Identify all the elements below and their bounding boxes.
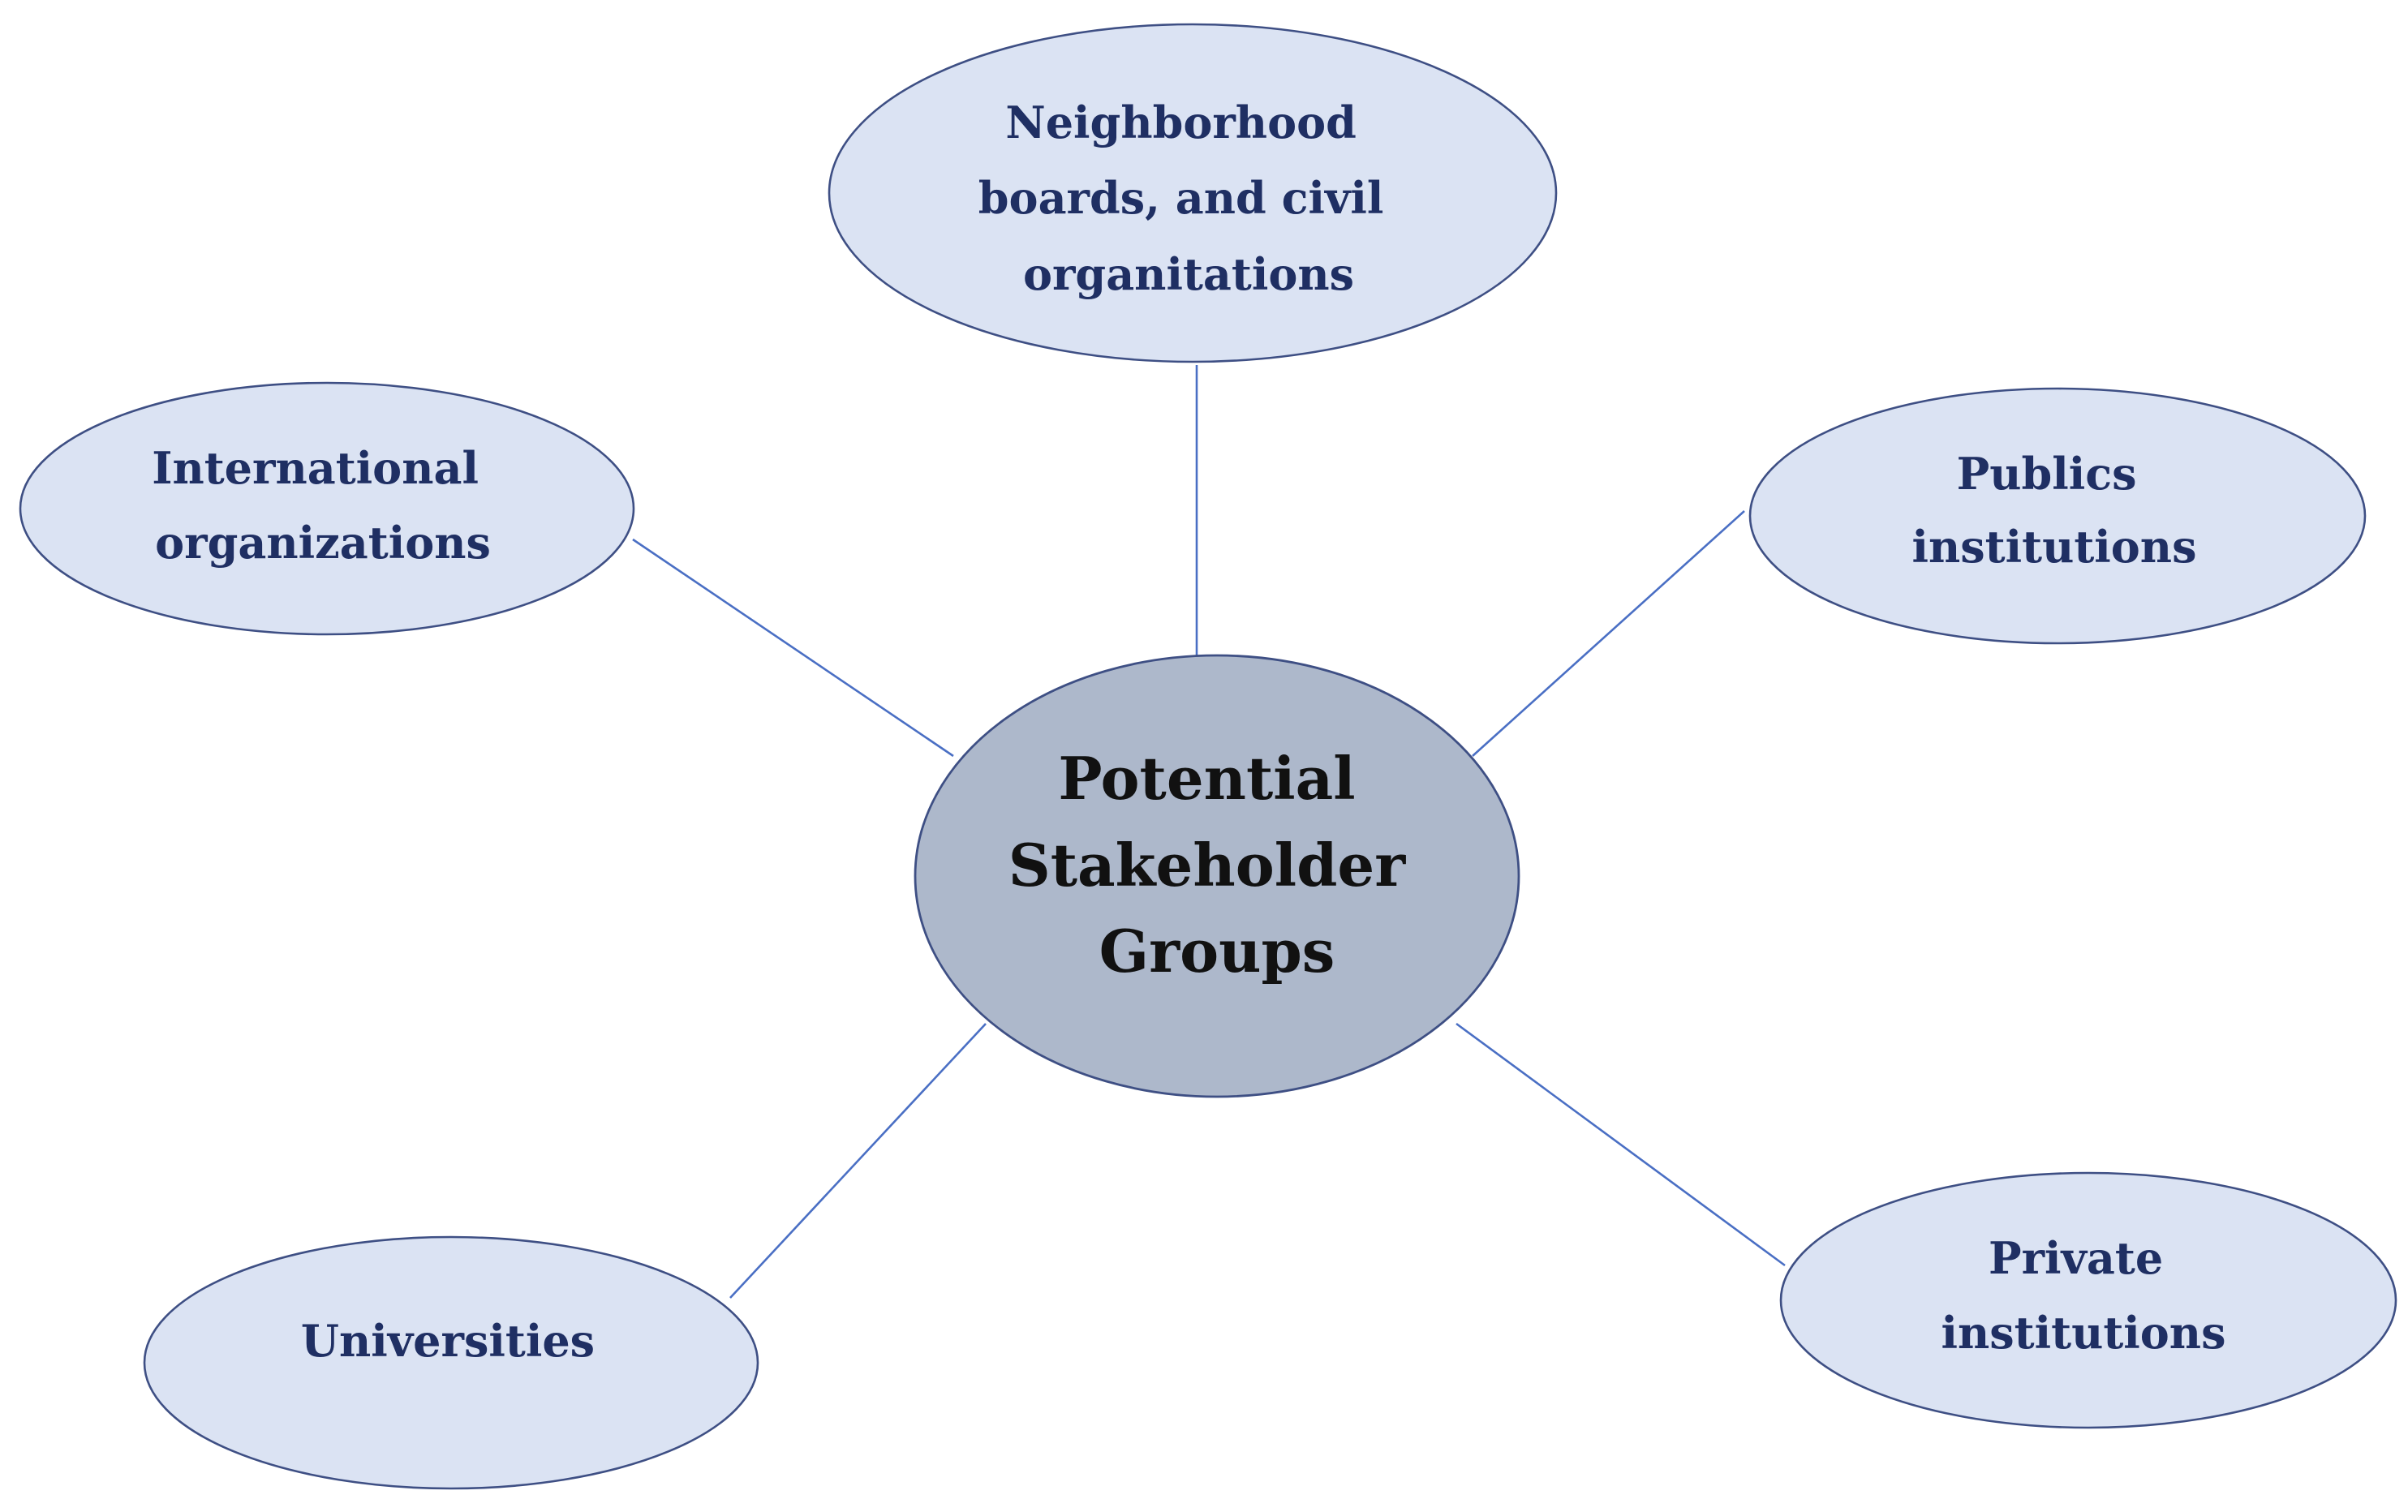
node-international-line-1: International [152,442,479,494]
node-universities-line-1: Universities [301,1315,595,1367]
node-international-label: International organizations [152,442,494,569]
connector-public [1472,510,1745,757]
center-node-label: Potential Stakeholder Groups [1008,744,1426,986]
node-public-label: Publics institutions [1912,448,2197,573]
node-neighborhood-line-1: Neighborhood [1005,97,1357,148]
node-international-ellipse [19,381,635,636]
node-universities-label: Universities [301,1315,595,1367]
node-international: International organizations [19,381,635,636]
center-node-ellipse [914,654,1520,1098]
node-international-line-2: organizations [155,517,491,569]
node-neighborhood-label: Neighborhood boards, and civil organitat… [978,97,1399,300]
node-public: Publics institutions [1748,387,2367,645]
node-neighborhood-ellipse [828,23,1558,363]
connector-universities [729,1023,987,1299]
node-private-ellipse [1779,1171,2397,1429]
node-neighborhood-line-2: boards, and civil [978,172,1384,224]
center-node-line-1: Potential [1058,744,1355,813]
node-public-line-1: Publics [1957,448,2137,500]
node-private: Private institutions [1779,1171,2397,1429]
center-node-line-2: Stakeholder [1008,831,1406,900]
node-neighborhood-line-3: organitations [1023,248,1354,300]
node-private-line-2: institutions [1941,1307,2226,1359]
center-node-line-3: Groups [1099,917,1335,986]
node-private-label: Private institutions [1941,1232,2226,1359]
node-private-line-1: Private [1989,1232,2163,1284]
node-universities-ellipse [143,1235,759,1490]
node-public-line-2: institutions [1912,521,2197,573]
node-public-ellipse [1748,387,2367,645]
connector-international [632,538,954,758]
center-node: Potential Stakeholder Groups [914,654,1520,1098]
node-neighborhood: Neighborhood boards, and civil organitat… [828,23,1558,363]
node-universities: Universities [143,1235,759,1490]
connector-private [1456,1022,1786,1267]
